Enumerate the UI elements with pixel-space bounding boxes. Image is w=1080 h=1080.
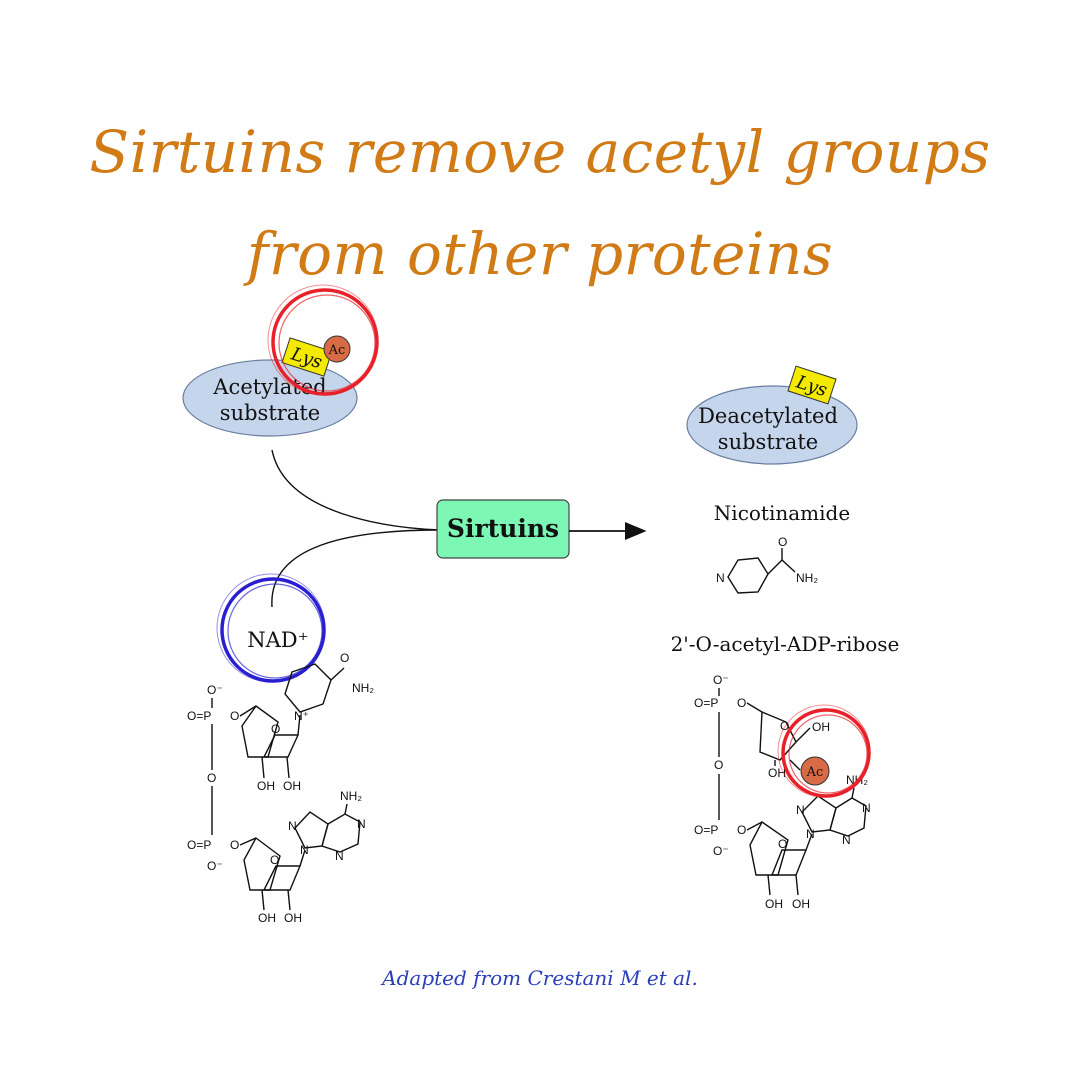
adpr-ribose2-O: O bbox=[778, 837, 787, 851]
ac-tag-right bbox=[800, 756, 830, 786]
adpr-OP-bottom: O=P bbox=[694, 823, 718, 837]
ac-tag-right-label: Ac bbox=[806, 765, 824, 780]
adpr-O-bridge: O bbox=[714, 758, 723, 772]
nad-ribose1-OH-1: OH bbox=[257, 779, 275, 793]
acetyl-adp-ribose-structure: O⁻ O=P O O O OH OH Ac O=P O O⁻ O OH bbox=[694, 673, 871, 911]
adpr-O-minus-bottom: O⁻ bbox=[713, 844, 729, 858]
nad-ribose1-O: O bbox=[271, 722, 280, 736]
nicotinamide-NH2: NH₂ bbox=[796, 571, 818, 585]
acetylated-substrate-ellipse bbox=[182, 359, 358, 437]
sirtuins-label: Sirtuins bbox=[447, 514, 559, 543]
nad-adenine-N4: N bbox=[335, 849, 344, 863]
adpr-adenine-N2: N bbox=[796, 803, 805, 817]
blue-highlight-circle bbox=[216, 573, 326, 683]
nad-ribose2-OH-1: OH bbox=[258, 911, 276, 925]
title-line-2: from other proteins bbox=[246, 220, 834, 288]
nad-label: NAD⁺ bbox=[247, 628, 308, 652]
nicotinamide-O: O bbox=[778, 535, 787, 549]
nad-N-plus: N⁺ bbox=[294, 709, 309, 723]
adpr-ribose2-OH-2: OH bbox=[792, 897, 810, 911]
product-label: 2'-O-acetyl-ADP-ribose bbox=[671, 632, 900, 656]
deacetylated-substrate-label-1: Deacetylated bbox=[698, 404, 838, 428]
adpr-adenine-N3: N bbox=[862, 801, 871, 815]
adpr-OP-top: O=P bbox=[694, 696, 718, 710]
nad-O-link-top: O bbox=[230, 709, 239, 723]
adpr-O-link-top: O bbox=[737, 696, 746, 710]
nad-adenine-N1: N bbox=[300, 843, 309, 857]
title-line-1: Sirtuins remove acetyl groups bbox=[89, 118, 991, 186]
adpr-O-minus-top: O⁻ bbox=[713, 673, 729, 687]
acetylated-substrate-label-1: Acetylated bbox=[212, 375, 326, 399]
nad-adenine-NH2: NH₂ bbox=[340, 789, 362, 803]
nad-O-link-bottom: O bbox=[230, 838, 239, 852]
adpr-ribose1-OH-1: OH bbox=[812, 720, 830, 734]
nicotinamide-N: N bbox=[716, 571, 725, 585]
nad-OP-top: O=P bbox=[187, 709, 211, 723]
sirtuins-box bbox=[436, 499, 570, 559]
nad-O-minus-bottom: O⁻ bbox=[207, 859, 223, 873]
nad-ribose2-OH-2: OH bbox=[284, 911, 302, 925]
ac-tag-left bbox=[323, 335, 351, 363]
adpr-ribose2-OH-1: OH bbox=[765, 897, 783, 911]
nad-amide-O: O bbox=[340, 651, 349, 665]
adpr-adenine-N4: N bbox=[842, 833, 851, 847]
nad-OP-bottom: O=P bbox=[187, 838, 211, 852]
adpr-O-link-bottom: O bbox=[737, 823, 746, 837]
deacetylated-substrate-ellipse bbox=[686, 385, 858, 465]
nicotinamide-label: Nicotinamide bbox=[714, 501, 850, 525]
deacetylated-substrate-label-2: substrate bbox=[718, 430, 818, 454]
credit-text: Adapted from Crestani M et al. bbox=[382, 966, 698, 990]
substrate-to-enzyme-curve bbox=[271, 449, 441, 531]
nad-ribose2-O: O bbox=[270, 853, 279, 867]
adpr-ribose1-O: O bbox=[780, 719, 789, 733]
nad-ribose1-OH-2: OH bbox=[283, 779, 301, 793]
adpr-adenine-N1: N bbox=[806, 827, 815, 841]
ac-tag-left-label: Ac bbox=[328, 343, 346, 358]
nad-amide-NH2: NH₂ bbox=[352, 681, 374, 695]
nad-adenine-N3: N bbox=[357, 817, 366, 831]
red-highlight-circle-right bbox=[777, 704, 871, 798]
nad-O-minus-top: O⁻ bbox=[207, 683, 223, 697]
nad-adenine-N2: N bbox=[288, 819, 297, 833]
nad-to-enzyme-curve bbox=[271, 529, 441, 608]
red-highlight-circle-left bbox=[267, 284, 379, 396]
nad-structure: O⁻ O=P O O O OH OH N⁺ O NH₂ O=P O bbox=[187, 651, 374, 925]
nad-O-bridge: O bbox=[207, 771, 216, 785]
nicotinamide-structure: N O NH₂ bbox=[716, 535, 818, 594]
acetylated-substrate-label-2: substrate bbox=[220, 401, 320, 425]
